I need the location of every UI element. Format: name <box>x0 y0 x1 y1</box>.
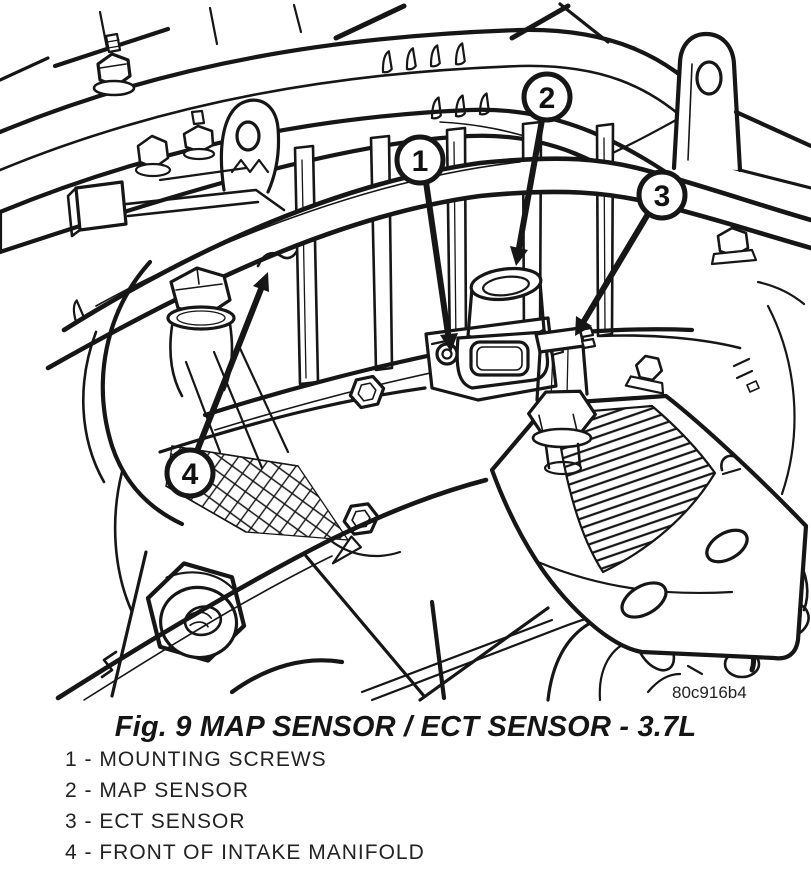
callout-3-circle <box>636 169 688 221</box>
callout-4-target-mark <box>256 249 299 268</box>
figure-reference-code: 80c916b4 <box>672 683 747 702</box>
callout-2: 2 <box>510 71 573 266</box>
legend-item-2: 2 - MAP SENSOR <box>65 779 249 802</box>
callout-2-leader <box>516 117 545 251</box>
callout-1: 1 <box>394 134 458 352</box>
callout-4-arrowhead <box>253 272 269 292</box>
callout-1-number: 1 <box>412 145 429 178</box>
figure-caption: Fig. 9 MAP SENSOR / ECT SENSOR - 3.7L <box>114 711 697 743</box>
callout-2-circle <box>521 71 573 123</box>
callout-3-number: 3 <box>654 180 671 213</box>
callout-3-leader <box>581 211 651 324</box>
callout-1-leader <box>423 179 451 337</box>
callout-2-number: 2 <box>539 82 556 115</box>
map-sensor <box>424 266 565 402</box>
legend-item-1: 1 - MOUNTING SCREWS <box>65 748 327 771</box>
engine-line-drawing: 1 2 3 4 80c916b4 <box>0 2 811 702</box>
callout-1-circle <box>394 134 446 186</box>
legend-item-3: 3 - ECT SENSOR <box>65 810 246 833</box>
left-housing <box>82 259 290 698</box>
callout-4-leader <box>194 286 264 454</box>
mounting-screw <box>435 342 459 366</box>
callout-2-arrowhead <box>510 246 528 266</box>
callout-4-circle <box>164 447 216 499</box>
callout-3: 3 <box>575 169 688 336</box>
callout-3-arrowhead <box>575 316 592 336</box>
figure-legend: 1 - MOUNTING SCREWS 2 - MAP SENSOR 3 - E… <box>65 744 425 868</box>
callout-4: 4 <box>164 249 299 499</box>
callout-4-number: 4 <box>182 458 199 491</box>
callout-1-arrowhead <box>440 333 458 352</box>
ect-sensor <box>527 326 597 476</box>
top-left-fasteners <box>66 32 286 238</box>
right-extras <box>720 280 806 496</box>
map-connector-window <box>469 340 530 377</box>
legend-item-4: 4 - FRONT OF INTAKE MANIFOLD <box>65 841 425 864</box>
